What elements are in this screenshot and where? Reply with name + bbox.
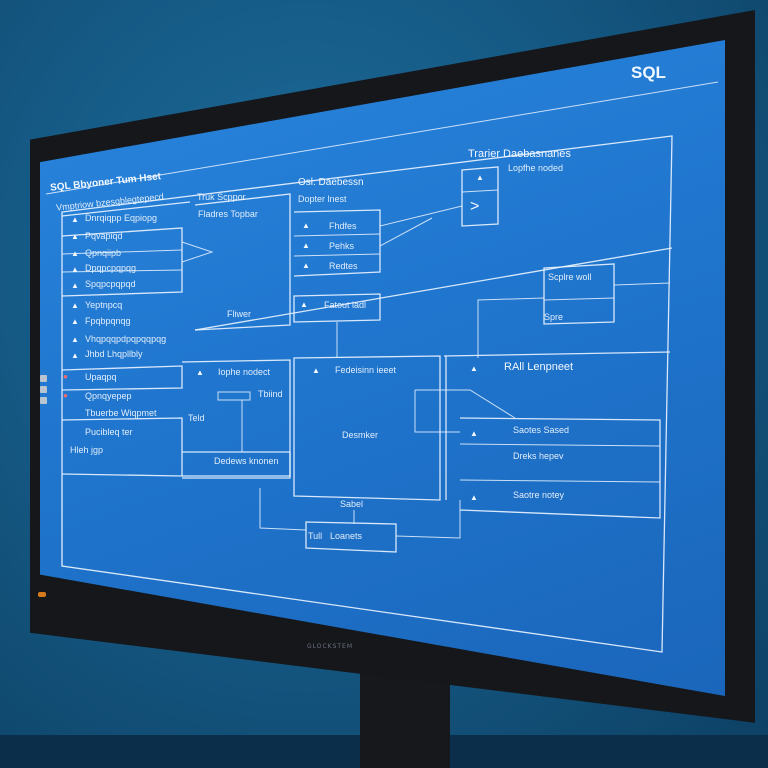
error-dot-icon: ● [63,391,68,400]
left-row-3[interactable]: Qpnqiipb [85,248,122,258]
row-icon: ▲ [470,364,478,373]
left-row-8[interactable]: Vhqpqqpdpqpqqpqg [85,334,167,344]
fladres-topbar: Fladres Topbar [198,209,258,219]
row-icon: ▲ [71,215,79,224]
left-row-6[interactable]: Yeptnpcq [85,300,123,310]
field-dreks[interactable]: Dreks hepev [513,451,564,461]
monitor-screen [40,40,725,697]
fatout-label[interactable]: Fatout ladl [324,300,367,310]
flower-label: Fliwer [227,309,251,319]
row-icon: ▲ [71,232,79,241]
deletes-label[interactable]: Dedews knonen [214,456,279,466]
tull-label: Tull [308,531,323,541]
row-icon: ▲ [312,366,320,375]
field-saotre[interactable]: Saotre notey [513,490,565,500]
left-row-13[interactable]: Pucibleq ter [85,427,133,437]
row-icon: ▲ [71,281,79,290]
row-icon: ▲ [470,429,478,438]
power-led-icon [38,592,46,597]
truk-label: Truk Scppor [197,192,246,202]
row-icon: ▲ [71,301,79,310]
row-icon: ▲ [71,317,79,326]
left-row-11[interactable]: Qpnqyepep [85,391,132,401]
left-row-9[interactable]: Jhbd Lhqpllbly [85,349,143,359]
bezel-brand: GLOCKSTEM [306,643,354,650]
side-buttons[interactable] [40,375,50,419]
topne-label: Iophe nodect [218,367,271,377]
lophe-label: Lopfhe noded [508,163,564,173]
tblind-label: Tbiind [258,389,283,399]
loanets-label[interactable]: Loanets [330,531,363,541]
spohe-label: Scplre woll [548,272,592,282]
teld-label: Teld [188,413,205,423]
expand-chevron-icon[interactable]: > [470,198,480,215]
row-icon: ▲ [302,241,310,250]
row-icon: ▲ [302,261,310,270]
sabel-label: Sabel [340,499,364,509]
osl-label: Osl. Daebessn [298,177,364,188]
row-icon: ▲ [300,300,308,309]
row-icon: ▲ [470,493,478,502]
row-icon: ▲ [71,351,79,360]
left-row-5[interactable]: Spqpcpqpqd [85,279,136,289]
dopter-label: Dopter lnest [298,194,347,204]
rail-label: RAll Lenpneet [504,361,574,373]
feldeisinn-label: Fedeisinn ieeet [335,365,397,375]
left-row-2[interactable]: Pqvapiqd [85,231,123,241]
field-saotes[interactable]: Saotes Sased [513,425,570,435]
row-icon: ▲ [71,265,79,274]
left-row-14[interactable]: Hleh jgp [70,445,104,455]
row-icon: ▲ [71,249,79,258]
desmker-label: Desmker [342,430,379,440]
spre-label: Spre [544,312,564,322]
left-row-12[interactable]: Tbuerbe Wiqpmet [85,408,157,418]
left-row-4[interactable]: Dpqpcpqpqg [85,263,137,273]
list-item-redtes[interactable]: Redtes [329,261,358,271]
left-row-7[interactable]: Fpqbpqnqg [85,316,131,326]
list-item-pehks[interactable]: Pehks [329,241,355,251]
row-icon: ▲ [196,368,204,377]
trarier-label: Trarier Daebasnanes [468,148,571,160]
list-item-fhdfes[interactable]: Fhdfes [329,221,357,231]
left-row-10[interactable]: Upaqpq [85,372,117,382]
row-icon: ▲ [476,173,484,182]
brand-logo: SQL [631,63,666,82]
left-row-1[interactable]: Dnrqiqpp Eqpiopg [85,213,158,223]
error-dot-icon: ● [63,372,68,381]
row-icon: ▲ [302,221,310,230]
row-icon: ▲ [71,335,79,344]
